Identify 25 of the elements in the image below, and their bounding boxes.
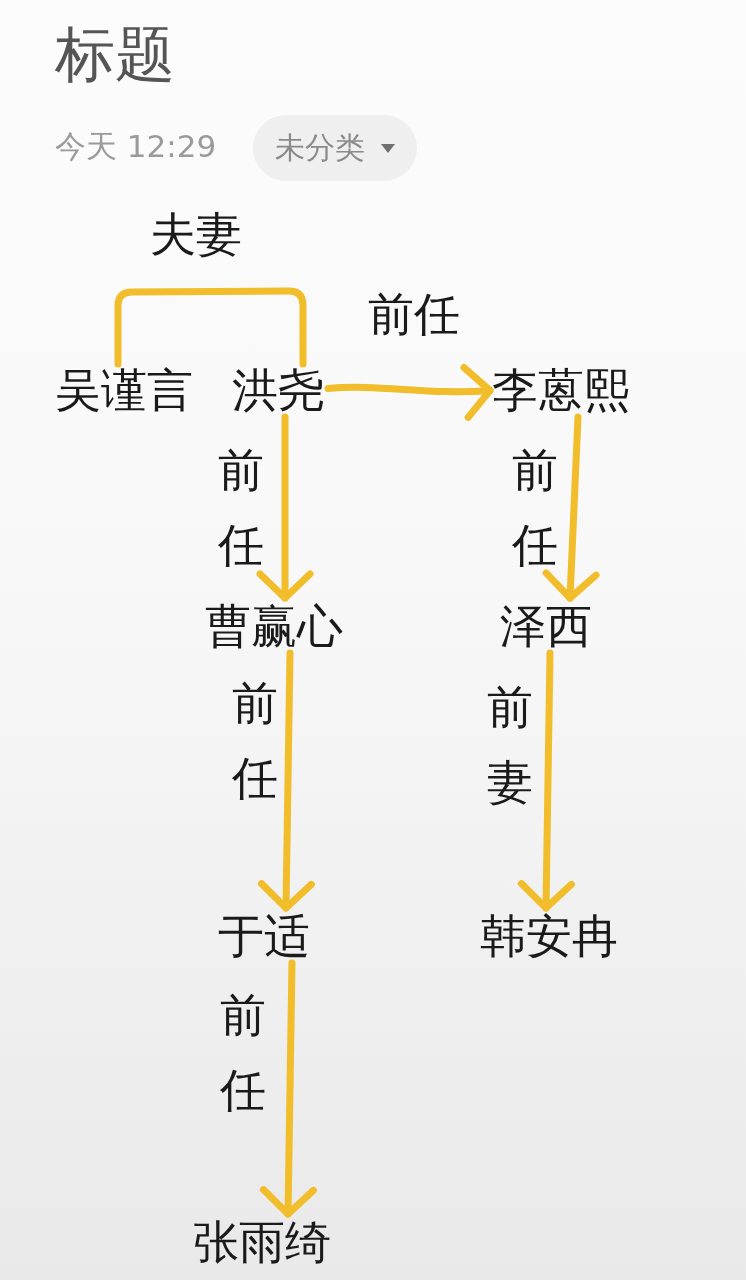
- person-name: 洪尧: [232, 364, 328, 417]
- person-name: 韩安冉: [480, 910, 622, 963]
- arrow: [542, 413, 600, 602]
- edge-label: 前任: [512, 442, 558, 574]
- person-name: 张雨绮: [193, 1216, 335, 1269]
- edge-label: 前任: [218, 442, 264, 574]
- timestamp-text: 今天 12:29: [55, 128, 217, 166]
- edge-label: 前任: [368, 288, 460, 341]
- edge-label: 前任: [220, 987, 266, 1119]
- person-name: 于适: [218, 910, 314, 963]
- arrow: [324, 363, 494, 421]
- person-name: 吴谨言: [55, 364, 197, 417]
- category-dropdown: 未分类: [253, 115, 417, 181]
- arrow: [256, 413, 314, 602]
- edge-label: 夫妻: [150, 208, 242, 261]
- edge-label: 前妻: [487, 679, 533, 811]
- note-title: 标题: [55, 20, 175, 89]
- arrow: [517, 649, 575, 912]
- arrow: [259, 959, 317, 1218]
- person-name: 泽西: [500, 600, 596, 653]
- person-name: 曹赢心: [205, 600, 347, 653]
- edge-label: 前任: [232, 675, 278, 807]
- arrow: [257, 649, 315, 912]
- person-name: 李蒽熙: [492, 364, 634, 417]
- bracket-connector: [114, 287, 307, 368]
